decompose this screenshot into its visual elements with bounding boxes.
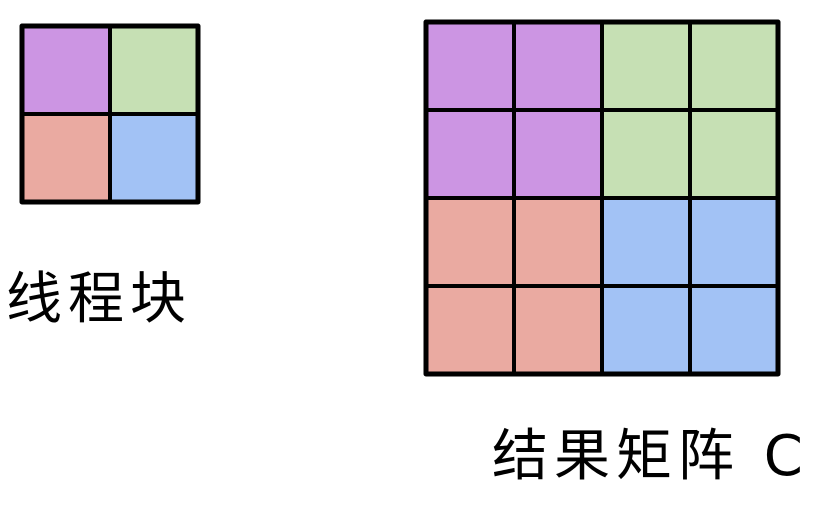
result-matrix-cell-blue [690,286,778,374]
result-matrix-cell-purple [426,22,514,110]
result-matrix-cell-blue [602,286,690,374]
result-matrix-cell-green [602,110,690,198]
result-matrix-cell-purple [514,110,602,198]
result-matrix-border [423,19,781,377]
thread-block-cell-purple [22,26,110,114]
result-matrix-cell-red [426,198,514,286]
result-matrix-cell-purple [426,110,514,198]
thread-block-cell-green [110,26,198,114]
thread-block-cell-blue [110,114,198,202]
result-matrix-cell-green [690,110,778,198]
result-matrix-cell-green [690,22,778,110]
thread-block-cell-red [22,114,110,202]
result-matrix-cell-purple [514,22,602,110]
result-matrix-cell-red [514,286,602,374]
result-matrix-cell-green [602,22,690,110]
result-matrix-cell-red [426,286,514,374]
thread-block-label: 线程块 [6,267,192,332]
result-matrix-cell-red [514,198,602,286]
thread-block-diagram [19,23,201,205]
result-matrix-cell-blue [690,198,778,286]
result-matrix-diagram [423,19,781,377]
result-matrix-label: 结果矩阵 C [492,424,809,489]
result-matrix-cell-blue [602,198,690,286]
thread-block-border [19,23,201,205]
